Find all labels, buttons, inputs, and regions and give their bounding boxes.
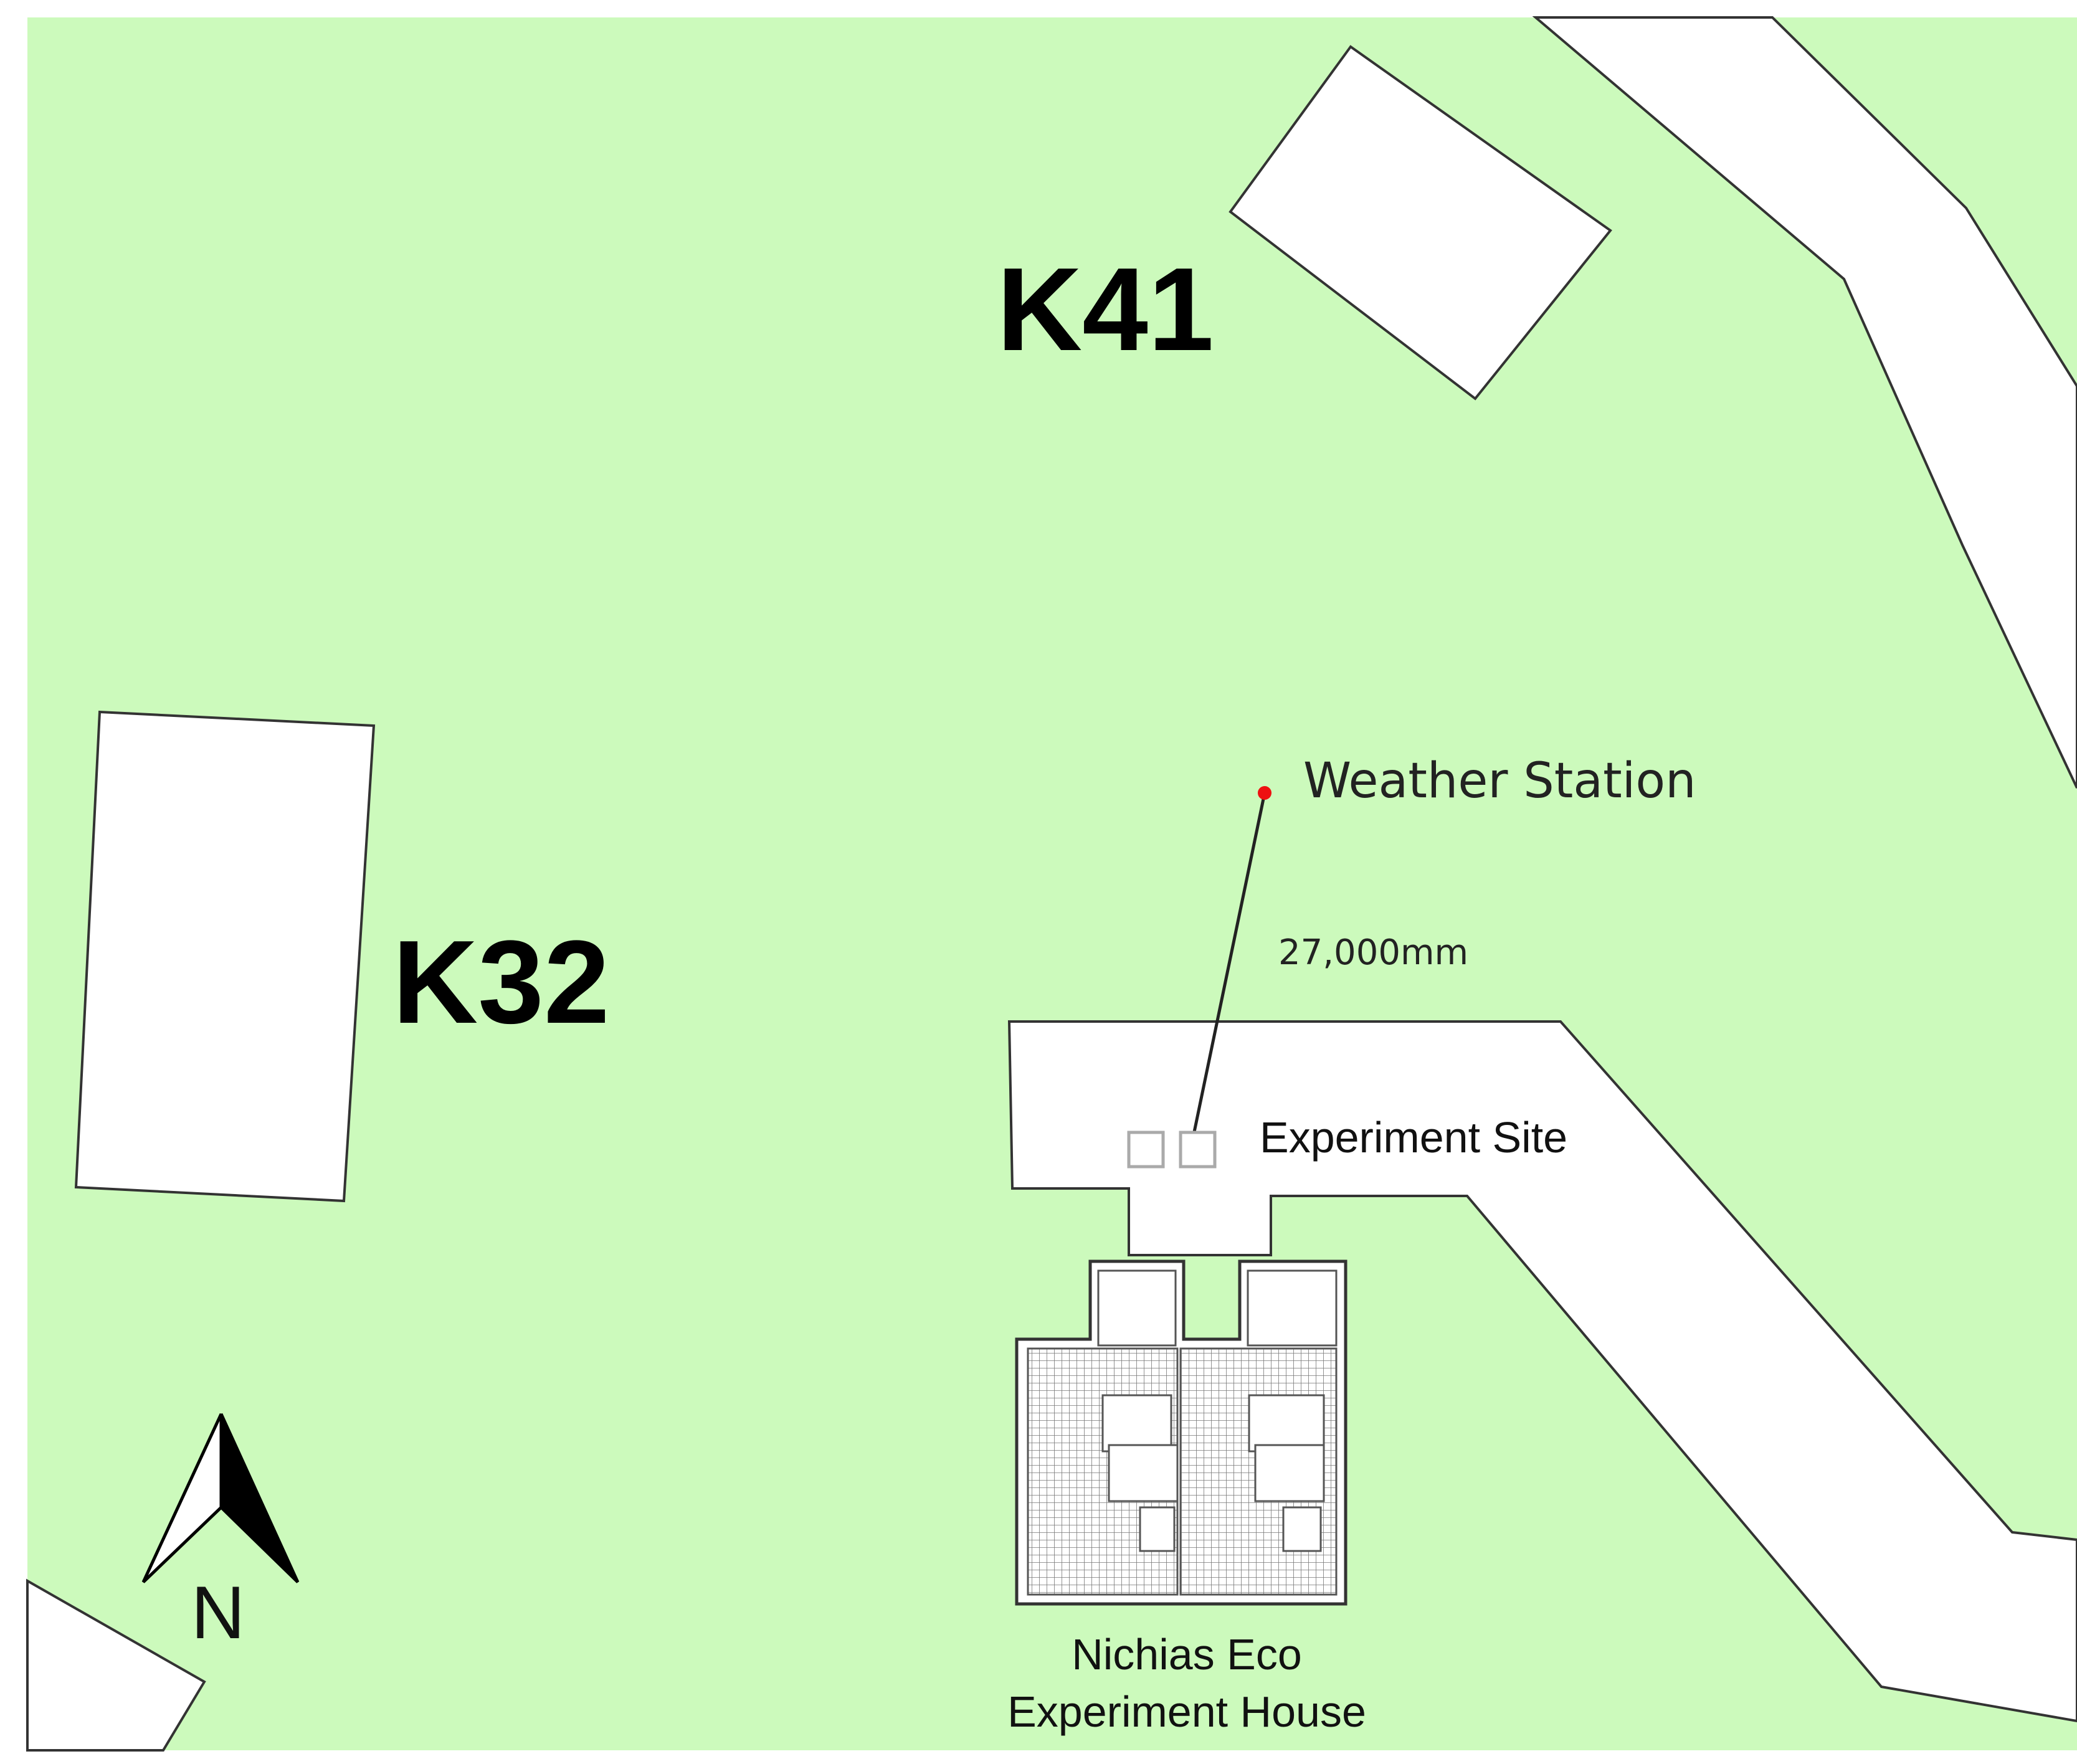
experiment-equipment-box <box>1127 1131 1165 1169</box>
building-k32[interactable] <box>74 710 376 1203</box>
building-k41[interactable] <box>1229 45 1612 401</box>
road-south-east <box>1007 1020 2077 1723</box>
distance-line <box>1192 792 1267 1136</box>
interior-room <box>1101 1394 1172 1453</box>
building-k41-label: K41 <box>997 244 1214 376</box>
road-south-west <box>26 1578 206 1752</box>
interior-room <box>1108 1444 1179 1502</box>
weather-station-label: Weather Station <box>1303 753 1696 809</box>
entrance-room-east <box>1247 1269 1338 1347</box>
weather-station-marker[interactable] <box>1258 786 1271 800</box>
experiment-house-label-line2: Experiment House <box>1007 1687 1366 1736</box>
north-arrow-label: N <box>191 1571 245 1654</box>
interior-room <box>1254 1444 1325 1502</box>
interior-room <box>1248 1394 1325 1453</box>
experiment-house-label-line1: Nichias Eco <box>1072 1630 1302 1679</box>
north-arrow-icon <box>141 1413 300 1583</box>
experiment-equipment-box <box>1179 1131 1217 1169</box>
entrance-room-west <box>1097 1269 1177 1347</box>
distance-label: 27,000mm <box>1278 932 1468 973</box>
building-k32-label: K32 <box>392 916 610 1048</box>
road-east <box>1532 16 2077 789</box>
interior-room <box>1282 1506 1322 1552</box>
experiment-house[interactable] <box>1015 1259 1347 1606</box>
interior-room <box>1139 1506 1176 1552</box>
experiment-site-label: Experiment Site <box>1260 1113 1567 1162</box>
